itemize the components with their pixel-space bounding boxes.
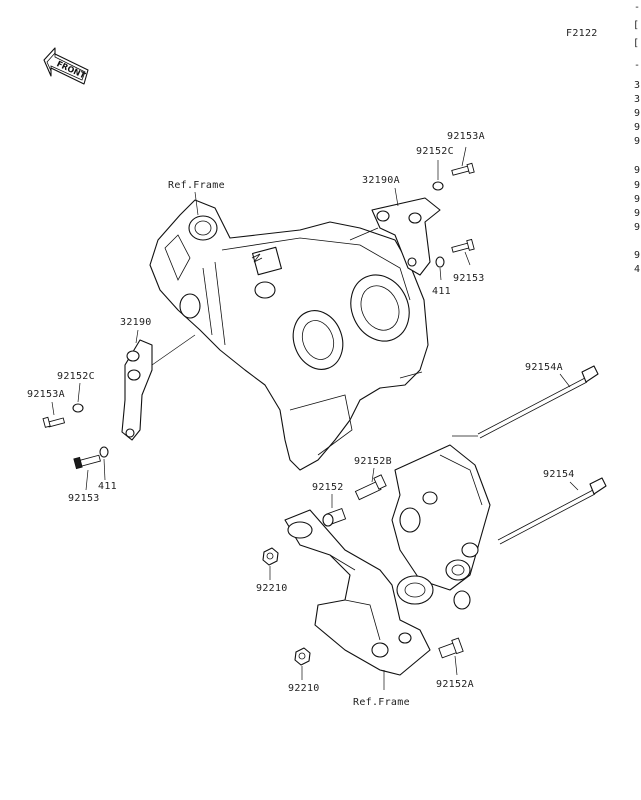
label-92152a: 92152A [436, 679, 474, 690]
washer-92152c-top-part [432, 181, 444, 191]
edge-char: - [634, 60, 641, 71]
bolt-92153-left-part [73, 454, 101, 470]
edge-char: [ [633, 20, 640, 31]
bolt-92152b-part [354, 474, 387, 501]
label-32190a: 32190A [362, 175, 400, 186]
edge-char: 9 [634, 136, 641, 147]
page-code: F2122 [566, 28, 598, 39]
edge-char: 9 [634, 165, 641, 176]
washer-92152c-left-part [72, 403, 84, 413]
engine-mount-bracket-part [391, 444, 491, 610]
label-32190: 32190 [120, 317, 152, 328]
label-411-left: 411 [98, 481, 117, 492]
nut-92210-upper-part [262, 547, 279, 566]
label-92153a-top: 92153A [447, 131, 485, 142]
edge-char: 9 [634, 250, 641, 261]
label-92152b: 92152B [354, 456, 392, 467]
edge-char: 9 [634, 180, 641, 191]
label-92154: 92154 [543, 469, 575, 480]
edge-char: 9 [634, 208, 641, 219]
label-92154a: 92154A [525, 362, 563, 373]
label-92153a-left: 92153A [27, 389, 65, 400]
bracket-32190-part [121, 339, 153, 441]
bolt-92152a-part [438, 637, 464, 659]
label-92153-right: 92153 [453, 273, 485, 284]
label-92210-lower: 92210 [288, 683, 320, 694]
leader-lines [51, 146, 579, 690]
spacer-92152-part [322, 507, 347, 527]
edge-char: 3 [634, 94, 641, 105]
lower-cross-bracket-part [284, 509, 434, 676]
label-92152c-left: 92152C [57, 371, 95, 382]
label-ref-frame-top: Ref.Frame [168, 180, 225, 191]
label-411-right: 411 [432, 286, 451, 297]
label-92152: 92152 [312, 482, 344, 493]
bolt-92153a-left-part [42, 416, 66, 428]
bolt-92154a-part [477, 365, 599, 439]
bolt-92154-part [497, 477, 607, 545]
edge-char: [ [633, 38, 640, 49]
edge-char: - [634, 2, 641, 13]
washer-411-left-part [99, 446, 109, 458]
nut-92210-lower-part [294, 647, 311, 666]
label-92210-upper: 92210 [256, 583, 288, 594]
edge-char: 9 [634, 222, 641, 233]
edge-char: 3 [634, 80, 641, 91]
edge-char: 9 [634, 194, 641, 205]
edge-char: 9 [634, 108, 641, 119]
label-92152c-top: 92152C [416, 146, 454, 157]
bolt-92153a-top-part [451, 162, 475, 176]
label-ref-frame-bottom: Ref.Frame [353, 697, 410, 708]
bolt-92153-right-part [451, 238, 475, 253]
edge-char: 4 [634, 264, 641, 275]
label-92153-left: 92153 [68, 493, 100, 504]
main-frame-part [149, 199, 429, 471]
edge-char: 9 [634, 122, 641, 133]
front-arrow-icon: FRONT [43, 47, 89, 85]
bracket-32190a-part [371, 197, 441, 276]
washer-411-right-part [435, 256, 445, 268]
